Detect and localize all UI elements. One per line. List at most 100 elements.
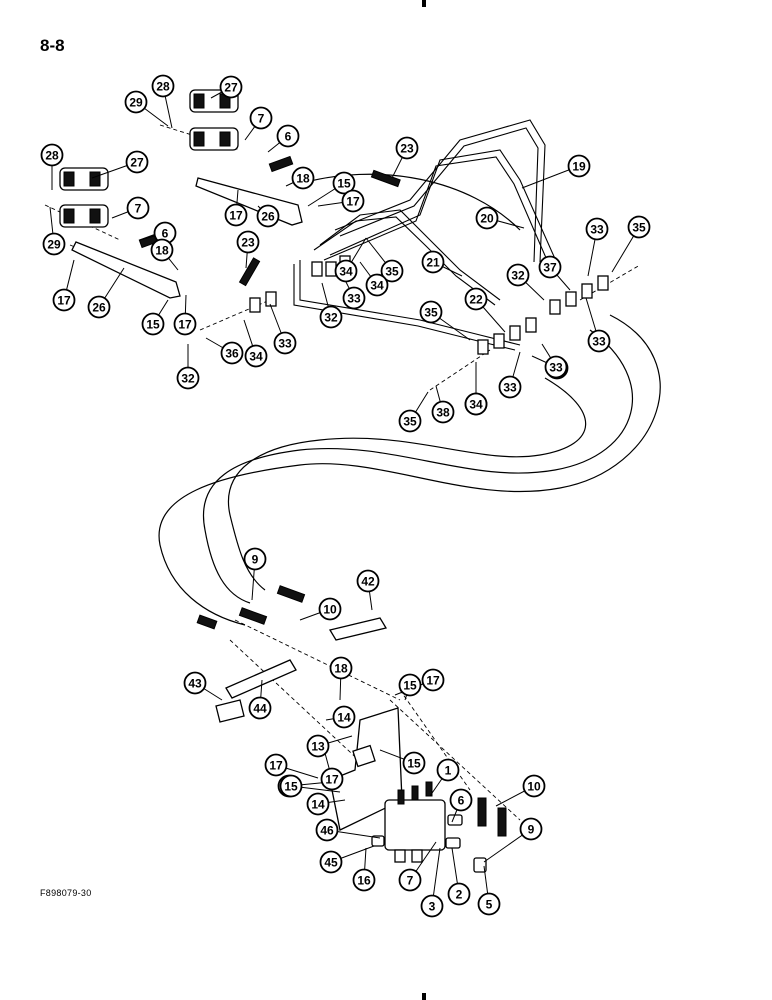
- callout-35: 35: [398, 409, 422, 433]
- callout-5: 5: [477, 892, 501, 916]
- callout-number: 5: [486, 898, 493, 912]
- callout-6: 6: [449, 788, 473, 812]
- callout-number: 17: [269, 759, 283, 773]
- callout-33: 33: [342, 286, 366, 310]
- callout-37: 37: [538, 255, 562, 279]
- callout-number: 16: [357, 874, 371, 888]
- callout-number: 17: [57, 294, 71, 308]
- callout-number: 34: [370, 279, 384, 293]
- callout-27: 27: [219, 75, 243, 99]
- callout-17: 17: [341, 189, 365, 213]
- callout-20: 20: [475, 206, 499, 230]
- quick-coupler-upper-right: [189, 89, 239, 151]
- callout-number: 21: [426, 256, 440, 270]
- callout-number: 35: [424, 306, 438, 320]
- callout-32: 32: [506, 263, 530, 287]
- callout-45: 45: [319, 850, 343, 874]
- callout-29: 29: [42, 232, 66, 256]
- callout-number: 35: [385, 265, 399, 279]
- callout-number: 7: [135, 202, 142, 216]
- callout-32: 32: [176, 366, 200, 390]
- callout-36: 36: [220, 341, 244, 365]
- callout-number: 15: [403, 679, 417, 693]
- callout-13: 13: [306, 734, 330, 758]
- callout-17: 17: [320, 767, 344, 791]
- callout-number: 27: [130, 156, 144, 170]
- callout-34: 34: [464, 392, 488, 416]
- callout-22: 22: [464, 287, 488, 311]
- callout-number: 29: [129, 96, 143, 110]
- callout-15: 15: [141, 312, 165, 336]
- callout-23: 23: [395, 136, 419, 160]
- callout-number: 43: [188, 677, 202, 691]
- callout-1: 1: [436, 758, 460, 782]
- callout-17: 17: [421, 668, 445, 692]
- mounting-bars: [71, 177, 303, 299]
- callout-33: 33: [585, 217, 609, 241]
- callout-number: 33: [503, 381, 517, 395]
- callout-29: 29: [124, 90, 148, 114]
- callout-number: 17: [178, 318, 192, 332]
- callout-number: 3: [429, 900, 436, 914]
- callout-15: 15: [332, 171, 356, 195]
- callout-number: 17: [229, 209, 243, 223]
- callout-6: 6: [276, 124, 300, 148]
- callout-number: 34: [339, 265, 353, 279]
- hose-ends: [138, 155, 507, 837]
- callout-number: 33: [592, 335, 606, 349]
- callout-10: 10: [522, 774, 546, 798]
- callout-number: 18: [334, 662, 348, 676]
- callout-23: 23: [236, 230, 260, 254]
- callout-27: 27: [125, 150, 149, 174]
- callout-7: 7: [398, 868, 422, 892]
- callout-21: 21: [421, 250, 445, 274]
- callout-number: 15: [146, 318, 160, 332]
- callout-number: 33: [549, 361, 563, 375]
- callout-number: 17: [346, 195, 360, 209]
- callout-number: 10: [323, 603, 337, 617]
- callout-17: 17: [52, 288, 76, 312]
- callout-number: 19: [572, 160, 586, 174]
- callout-42: 42: [356, 569, 380, 593]
- callout-number: 18: [155, 244, 169, 258]
- callout-17: 17: [224, 203, 248, 227]
- callout-35: 35: [419, 300, 443, 324]
- callout-number: 18: [296, 172, 310, 186]
- callout-number: 38: [436, 406, 450, 420]
- callout-34: 34: [334, 259, 358, 283]
- callout-number: 33: [590, 223, 604, 237]
- callout-number: 42: [361, 575, 375, 589]
- callout-18: 18: [291, 166, 315, 190]
- callout-15: 15: [279, 774, 303, 798]
- steel-tubes: [293, 119, 561, 351]
- callout-2: 2: [447, 882, 471, 906]
- callout-number: 29: [47, 238, 61, 252]
- control-valve: [371, 781, 487, 873]
- page-number: 8-8: [40, 36, 65, 55]
- callout-33: 33: [587, 329, 611, 353]
- callout-number: 36: [225, 347, 239, 361]
- callout-33: 33: [544, 355, 568, 379]
- callout-number: 23: [241, 236, 255, 250]
- callout-46: 46: [315, 818, 339, 842]
- callout-10: 10: [318, 597, 342, 621]
- callout-15: 15: [398, 673, 422, 697]
- callout-33: 33: [273, 331, 297, 355]
- callout-34: 34: [365, 273, 389, 297]
- callout-number: 32: [324, 311, 338, 325]
- callout-6: 6: [153, 221, 177, 245]
- callout-33: 33: [498, 375, 522, 399]
- callout-26: 26: [256, 204, 280, 228]
- callout-17: 17: [173, 312, 197, 336]
- callout-number: 13: [311, 740, 325, 754]
- callout-number: 17: [325, 773, 339, 787]
- callout-9: 9: [519, 817, 543, 841]
- callout-number: 14: [311, 798, 325, 812]
- callout-38: 38: [431, 400, 455, 424]
- tube-clamps: [249, 255, 609, 355]
- callout-28: 28: [40, 143, 64, 167]
- callout-15: 15: [402, 751, 426, 775]
- hose-guards: [215, 617, 388, 723]
- bottom-edge-mark: [422, 993, 426, 1000]
